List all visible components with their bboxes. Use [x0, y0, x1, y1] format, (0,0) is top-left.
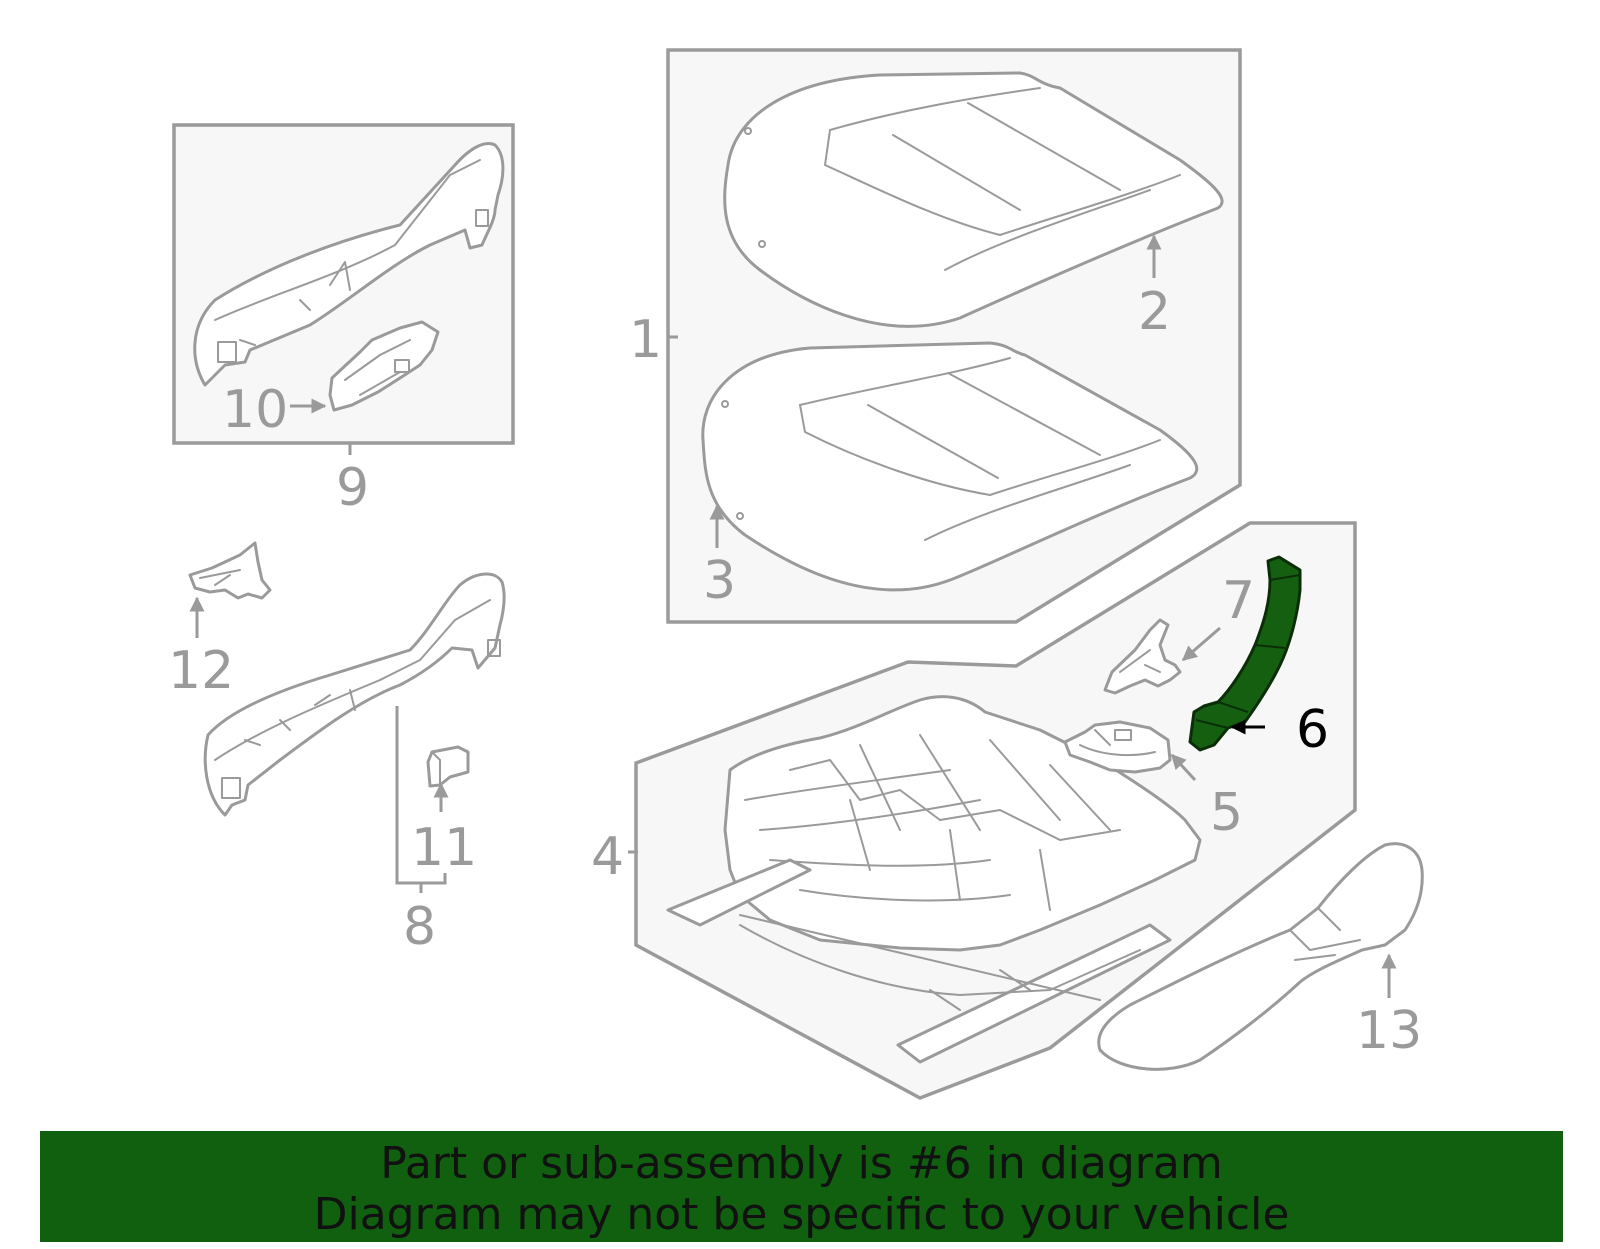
part-7-bracket[interactable] — [1103, 618, 1182, 695]
part-6-highlighted-trim[interactable] — [1188, 555, 1302, 752]
part-11-knob[interactable] — [426, 745, 470, 788]
callout-5: 5 — [1210, 783, 1243, 843]
callout-10: 10 — [222, 380, 288, 440]
part-9-side-shield[interactable] — [193, 142, 505, 387]
part-10-switch-module[interactable] — [328, 320, 440, 412]
callout-3: 3 — [703, 551, 736, 611]
banner-line-1: Part or sub-assembly is #6 in diagram — [380, 1138, 1223, 1189]
banner-line-2: Diagram may not be specific to your vehi… — [313, 1189, 1290, 1240]
info-banner: Part or sub-assembly is #6 in diagram Di… — [40, 1131, 1563, 1242]
callout-4: 4 — [591, 827, 624, 887]
callout-2: 2 — [1138, 282, 1171, 342]
seat-parts-diagram: 1 2 3 4 5 6 7 8 9 10 11 12 13 — [168, 48, 1424, 1100]
callout-12: 12 — [168, 641, 234, 701]
callout-8: 8 — [403, 897, 436, 957]
part-5-motor[interactable] — [1063, 720, 1172, 774]
callout-11: 11 — [411, 818, 477, 878]
callout-6[interactable]: 6 — [1296, 700, 1329, 760]
part-3-cushion-pad[interactable] — [701, 341, 1199, 592]
callout-13: 13 — [1356, 1001, 1422, 1061]
part-8-side-shield[interactable] — [203, 572, 506, 817]
callout-9: 9 — [336, 458, 369, 518]
part-13-side-cover[interactable] — [1097, 842, 1424, 1071]
callout-7: 7 — [1222, 571, 1255, 631]
leader-7 — [1181, 626, 1221, 662]
callout-1: 1 — [629, 310, 662, 370]
part-12-clip[interactable] — [188, 541, 272, 600]
part-2-cushion-cover[interactable] — [723, 71, 1224, 328]
leader-5 — [1170, 753, 1197, 782]
